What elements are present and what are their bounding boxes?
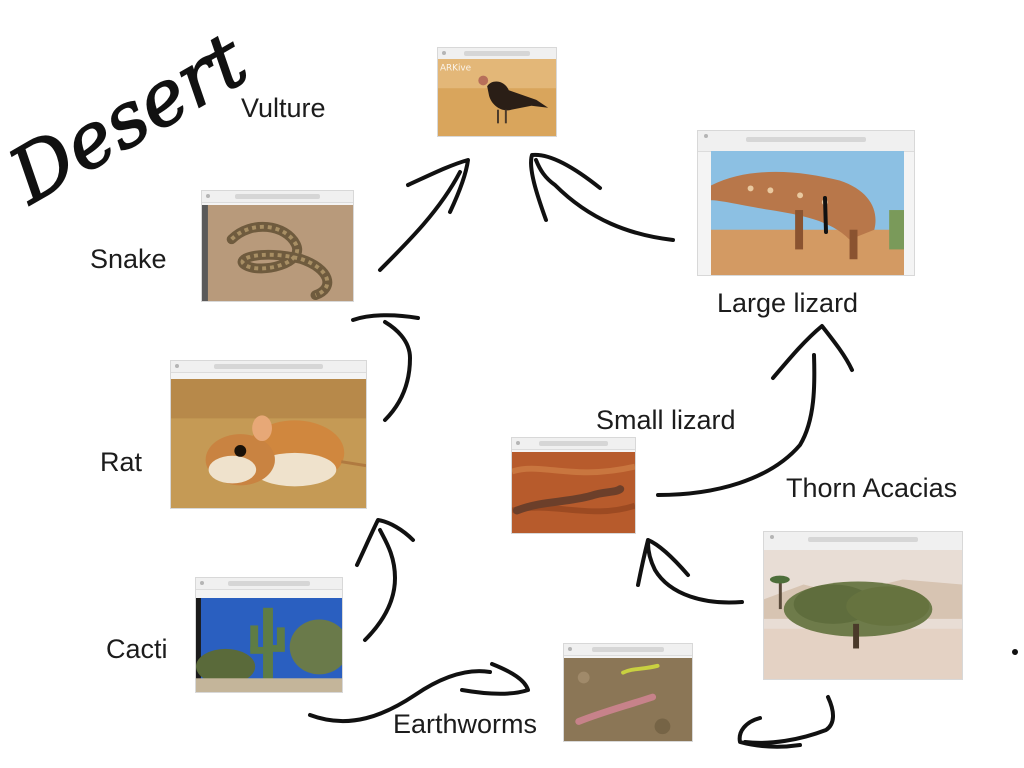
rat-photo	[170, 360, 367, 509]
arrow-rat-to-snake-head	[351, 313, 420, 322]
large-lizard-photo	[697, 130, 915, 276]
arrow-cacti-to-earthworms	[308, 669, 492, 724]
label-earthworms: Earthworms	[393, 709, 538, 739]
arrow-acacias-to-earthworms	[743, 695, 835, 745]
label-cacti: Cacti	[106, 634, 168, 664]
arrow-acacias-to-small-lizard-head	[636, 538, 690, 587]
cacti-photo	[195, 577, 343, 693]
browser-chrome	[512, 438, 635, 450]
browser-chrome	[202, 191, 353, 203]
label-vulture: Vulture	[241, 93, 326, 123]
arrow-cacti-to-rat-head	[355, 518, 415, 567]
label-large-lizard: Large lizard	[717, 288, 859, 318]
vulture-watermark: ARKive	[440, 64, 471, 74]
ink-mark-lizard	[823, 196, 828, 234]
thorn-acacias-photo	[763, 531, 963, 680]
label-snake: Snake	[90, 244, 167, 274]
earthworms-photo	[563, 643, 693, 742]
arrow-acacias-to-small-lizard	[646, 541, 744, 605]
vulture-photo: ARKive	[437, 47, 557, 137]
arrow-acacias-to-earthworms-head	[737, 716, 802, 749]
arrow-rat-to-snake	[383, 320, 412, 422]
arrow-lizard-to-vulture	[534, 158, 675, 242]
arrow-small-to-large-lizard	[656, 353, 817, 497]
browser-chrome	[196, 578, 342, 590]
snake-photo	[201, 190, 354, 302]
arrow-small-to-large-lizard-head	[771, 324, 854, 380]
arrow-cacti-to-earthworms-head	[460, 662, 530, 696]
browser-chrome	[171, 361, 366, 373]
browser-chrome	[564, 644, 692, 656]
arrow-snake-to-vulture	[378, 170, 462, 272]
label-thorn-acacias: Thorn Acacias	[786, 473, 958, 503]
label-small-lizard: Small lizard	[596, 405, 736, 435]
arrow-lizard-to-vulture-head	[529, 152, 602, 222]
ink-dot	[1012, 649, 1018, 655]
arrow-cacti-to-rat	[363, 528, 397, 642]
arrow-snake-to-vulture-head	[406, 158, 470, 214]
label-rat: Rat	[100, 447, 143, 477]
small-lizard-photo	[511, 437, 636, 534]
